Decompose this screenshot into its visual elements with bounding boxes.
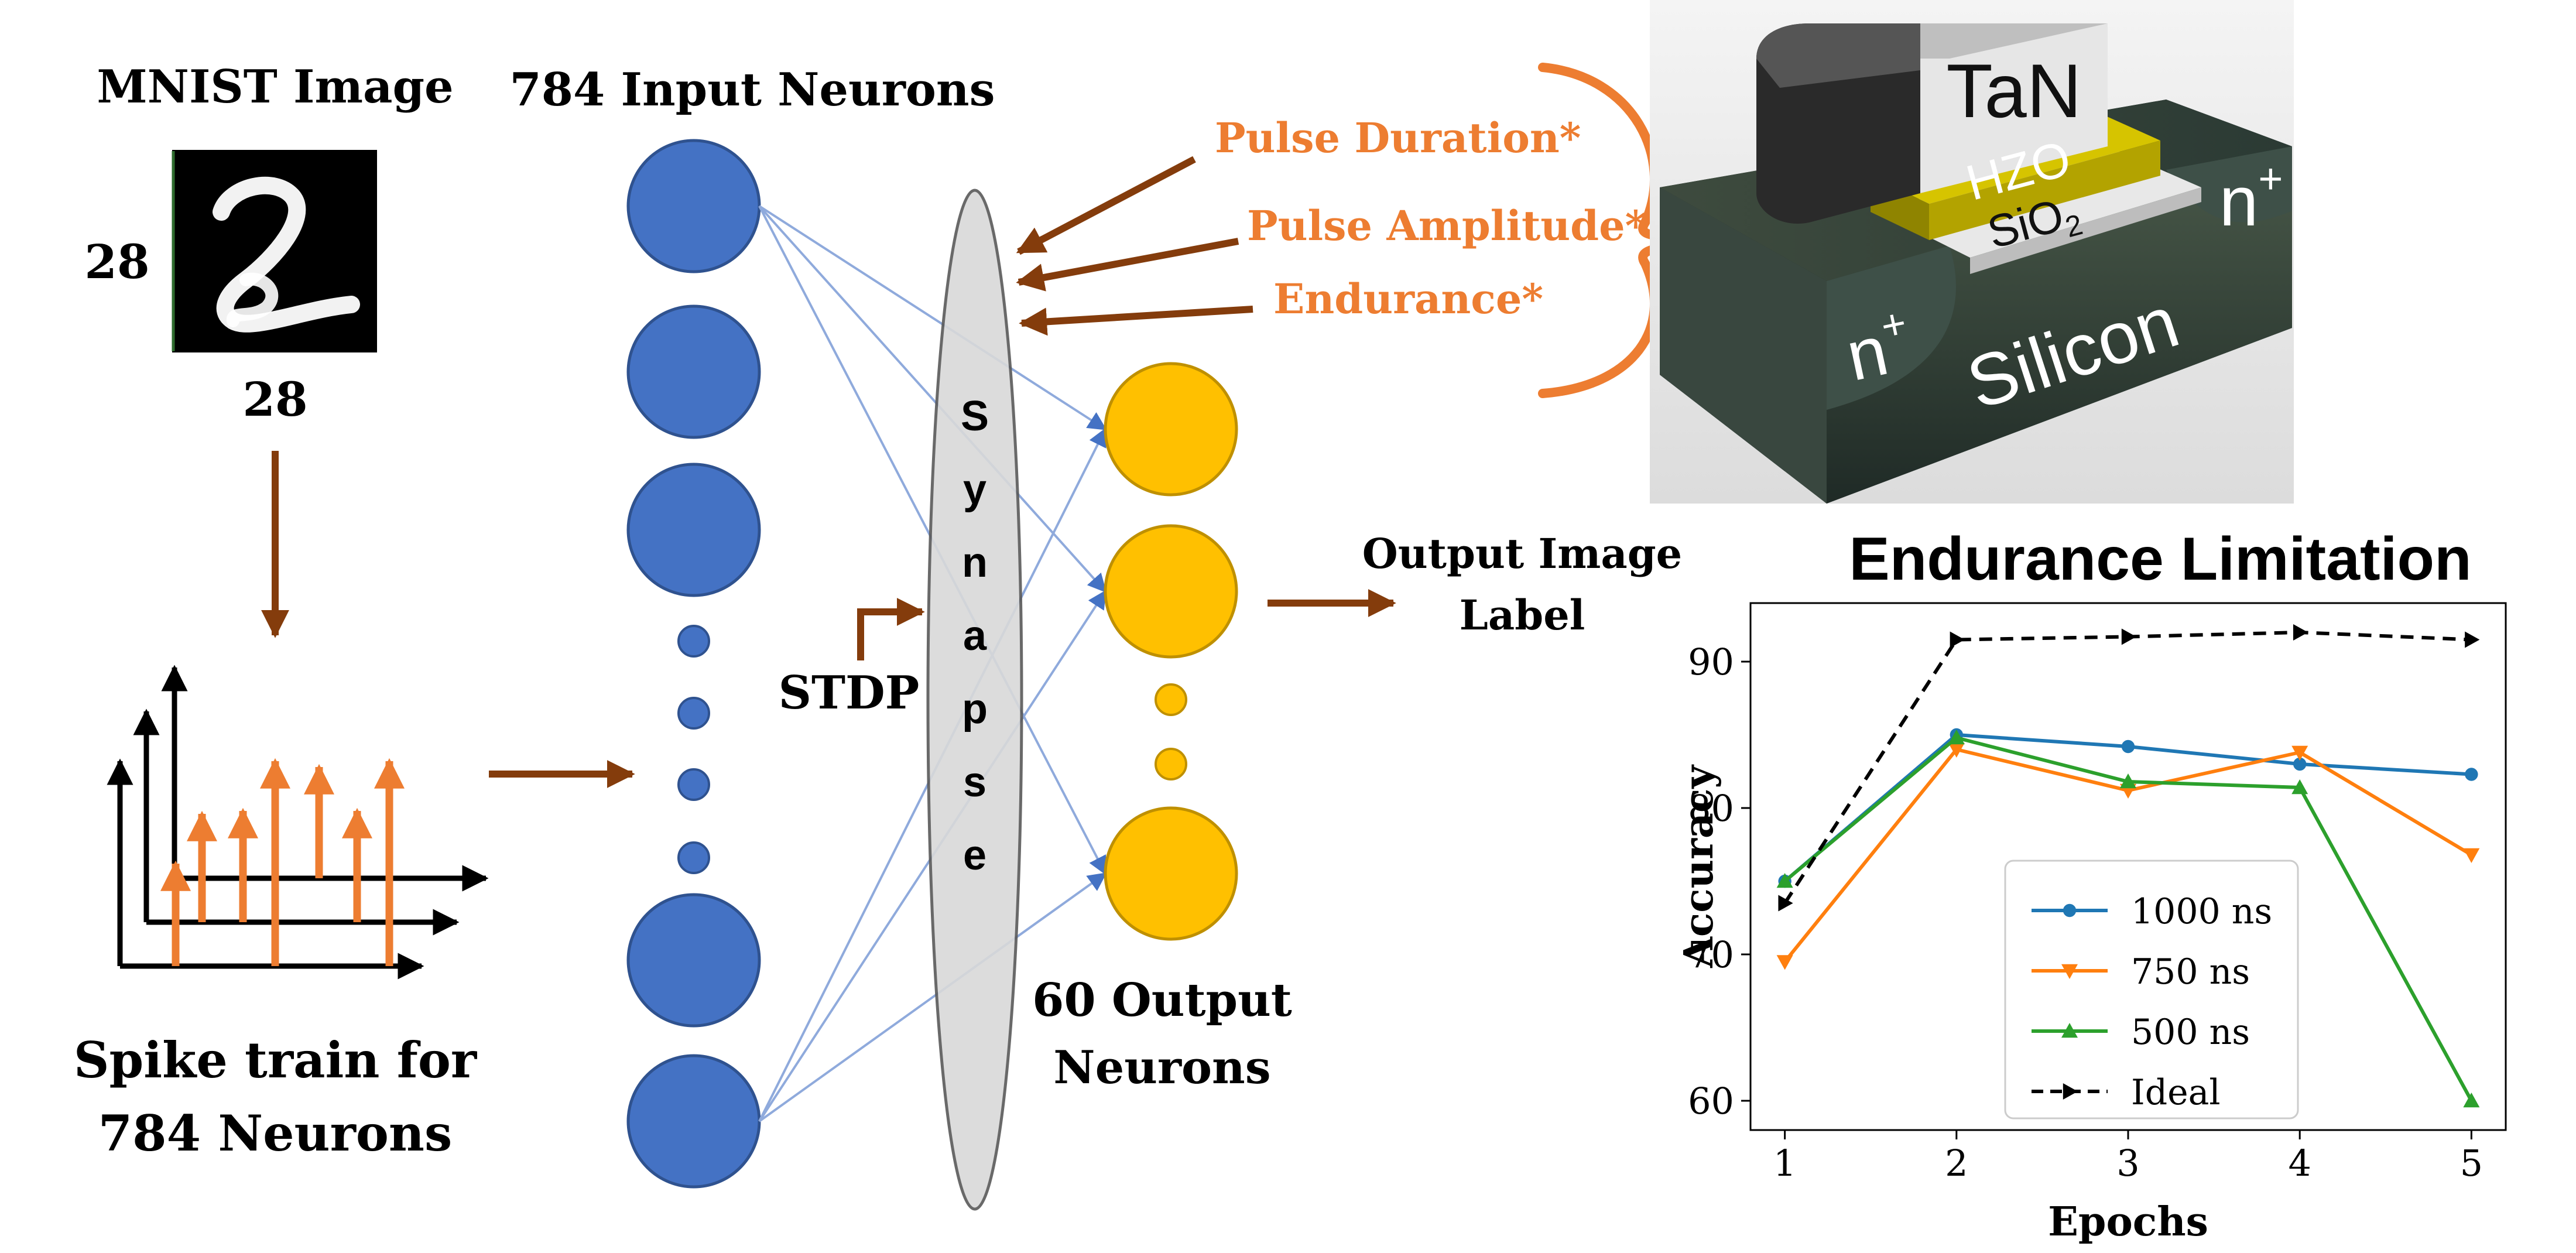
data-point-marker xyxy=(2121,628,2136,645)
legend-label: Ideal xyxy=(2131,1072,2221,1113)
mnist-title: MNIST Image xyxy=(97,60,453,114)
output-neuron xyxy=(1104,524,1238,659)
stdp-label: STDP xyxy=(779,666,920,720)
spike-caption-line2: 784 Neurons xyxy=(98,1104,453,1162)
data-point-marker xyxy=(2291,779,2308,795)
data-point-marker xyxy=(2121,740,2135,754)
param-pulse-amplitude: Pulse Amplitude* xyxy=(1247,201,1646,250)
spike-caption-line1: Spike train for xyxy=(74,1031,478,1089)
input-neuron-ellipsis-dot xyxy=(677,841,710,874)
x-tick-label: 3 xyxy=(2116,1142,2139,1184)
data-point-marker xyxy=(2465,631,2480,648)
mnist-dim-left: 28 xyxy=(84,234,149,289)
chart-title: Endurance Limitation xyxy=(1849,525,2471,593)
data-point-marker xyxy=(2293,757,2307,771)
synapse-ellipse xyxy=(926,189,1023,1211)
endurance-chart: Endurance Limitation 1 2 3 4 5 60 70 80 90 Epoch… xyxy=(1676,525,2507,1245)
x-tick-label: 4 xyxy=(2288,1142,2311,1184)
data-point-marker xyxy=(1776,873,1793,888)
data-point-marker xyxy=(2063,903,2077,918)
output-neuron-ellipsis-dot xyxy=(1155,683,1187,716)
y-tick-label: 80 xyxy=(1688,787,1734,830)
parameter-arrows xyxy=(1016,156,1253,336)
data-point-marker xyxy=(2293,624,2308,641)
device-drain-label: n+ xyxy=(2219,156,2283,241)
data-point-marker xyxy=(1948,742,1965,758)
input-neuron-column xyxy=(626,139,761,1189)
synapse-letter: y xyxy=(963,466,986,513)
y-tick-label: 90 xyxy=(1688,641,1734,683)
param-endurance: Endurance* xyxy=(1273,275,1543,323)
synapse-connection xyxy=(758,872,1107,1122)
data-point-marker xyxy=(2463,1093,2480,1108)
synapse-letter: a xyxy=(963,612,987,659)
data-point-marker xyxy=(2291,745,2308,761)
series-line xyxy=(1783,732,2472,883)
data-point-marker xyxy=(1950,631,1965,648)
output-label-line2: Label xyxy=(1460,591,1585,639)
chart-legend: 1000 ns 750 ns 500 ns Ideal xyxy=(2004,860,2299,1120)
chart-ylabel: Accuracy xyxy=(1676,764,1722,968)
input-neuron-ellipsis-dot xyxy=(677,768,710,801)
fefet-device-illustration: TaN HZO SiO2 Silicon n+ n+ xyxy=(1650,0,2294,504)
data-point-marker xyxy=(1776,955,1793,970)
output-neuron-column xyxy=(1104,362,1238,941)
spike-train-plot: Spike train for 784 Neurons xyxy=(74,665,635,1162)
data-point-marker xyxy=(2063,1083,2078,1100)
legend-label: 750 ns xyxy=(2131,951,2250,992)
y-tick-label: 70 xyxy=(1688,933,1734,976)
legend-label: 500 ns xyxy=(2131,1012,2250,1053)
synapse-letter: p xyxy=(962,686,988,732)
output-layer-title-line2: Neurons xyxy=(1053,1041,1270,1094)
data-point-marker xyxy=(2061,1023,2078,1038)
param-pulse-duration: Pulse Duration* xyxy=(1215,114,1581,162)
synapse-letter: e xyxy=(963,832,986,879)
output-neuron xyxy=(1104,362,1238,497)
data-point-marker xyxy=(1948,730,1965,745)
input-neuron-ellipsis-dot xyxy=(677,697,710,730)
stdp-section: STDP xyxy=(779,598,925,720)
data-point-marker xyxy=(1778,895,1793,912)
input-neuron xyxy=(626,893,761,1028)
x-tick-label: 5 xyxy=(2460,1142,2483,1184)
synapse-letter: S xyxy=(961,393,989,440)
output-neuron xyxy=(1104,806,1238,941)
input-neuron-ellipsis-dot xyxy=(677,625,710,658)
synapse-letter: s xyxy=(963,759,986,806)
input-neuron xyxy=(626,1054,761,1189)
synapse-letter: n xyxy=(962,539,988,586)
data-point-marker xyxy=(2061,964,2078,979)
mnist-section: MNIST Image 28 28 xyxy=(84,60,454,638)
x-tick-label: 2 xyxy=(1945,1142,1968,1184)
output-label-line1: Output Image xyxy=(1362,529,1682,578)
device-gate-label: TaN xyxy=(1946,48,2081,133)
data-point-marker xyxy=(2465,768,2478,781)
y-tick-label: 60 xyxy=(1688,1080,1734,1122)
stdp-arrow xyxy=(857,598,925,660)
data-point-marker xyxy=(2463,848,2480,863)
output-layer-title-line1: 60 Output xyxy=(1032,974,1292,1027)
output-neuron-ellipsis-dot xyxy=(1155,748,1187,780)
input-neuron xyxy=(626,463,761,597)
chart-xlabel: Epochs xyxy=(2048,1199,2208,1245)
x-tick-label: 1 xyxy=(1773,1142,1796,1184)
synapse-connection xyxy=(758,205,1107,593)
input-neuron xyxy=(626,304,761,439)
synapse-connection xyxy=(758,205,1107,430)
input-layer-title: 784 Input Neurons xyxy=(510,63,995,117)
mnist-dim-bottom: 28 xyxy=(242,372,307,427)
data-point-marker xyxy=(2120,773,2136,789)
legend-label: 1000 ns xyxy=(2131,891,2272,932)
input-neuron xyxy=(626,139,761,273)
